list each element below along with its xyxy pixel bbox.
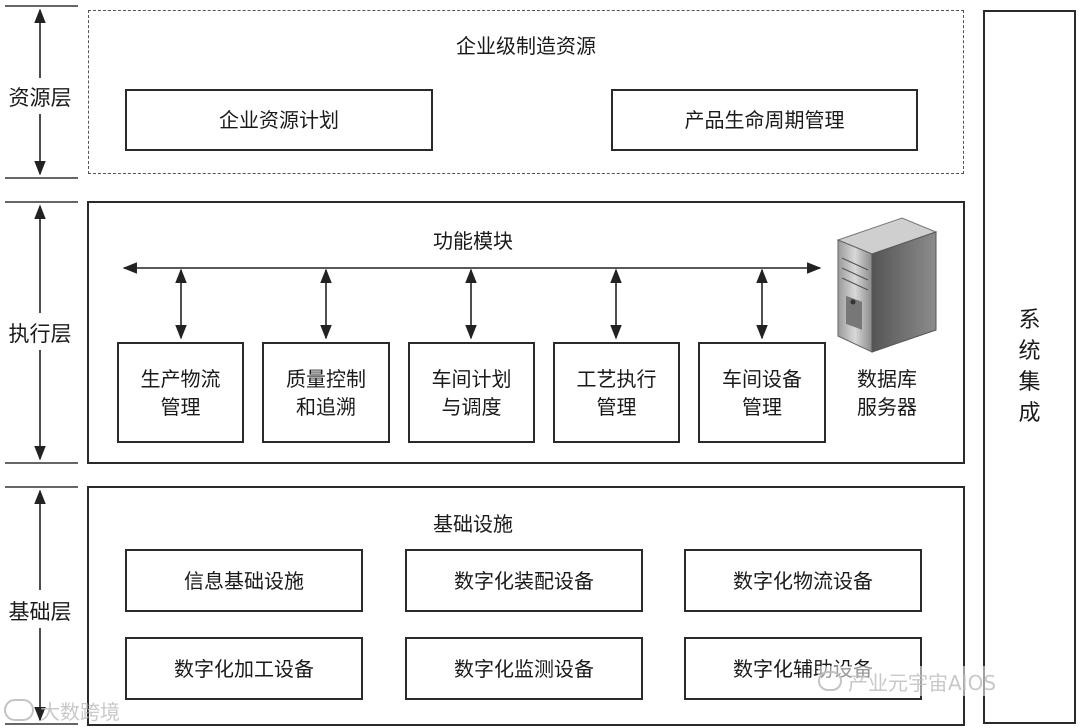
logistics-equipment-box: 数字化物流设备 [684,549,922,612]
module-label-line2: 管理 [596,394,637,419]
resource-layer-panel [88,10,964,174]
wechat-icon [818,671,842,691]
server-label: 数据库 服务器 [842,365,932,421]
watermark-left-text: 大数跨境 [40,699,120,724]
module-box-logistics: 生产物流 管理 [117,342,244,443]
resource-layer-title: 企业级制造资源 [456,34,596,58]
watermark-left: 大数跨境 [4,696,120,724]
module-label-line2: 管理 [160,394,201,419]
monitoring-equipment-box: 数字化监测设备 [405,637,643,700]
module-label-line2: 与调度 [441,394,502,419]
module-box-scheduling: 车间计划 与调度 [408,342,535,443]
module-label-line1: 车间设备 [722,366,802,391]
module-label-line1: 车间计划 [431,366,512,391]
system-integration-label: 系统集成 [1018,308,1041,426]
system-integration-column: 系统集成 [983,10,1076,724]
plm-box: 产品生命周期管理 [611,89,918,151]
foundation-layer-title: 基础设施 [433,512,513,536]
module-label-line1: 工艺执行 [576,366,657,391]
erp-box: 企业资源计划 [125,89,433,151]
server-label-line2: 服务器 [857,395,917,419]
machining-equipment-box: 数字化加工设备 [125,637,363,700]
assembly-equipment-box: 数字化装配设备 [405,549,643,612]
watermark-right-text: 产业元宇宙AIOS [848,670,997,695]
execution-layer-title: 功能模块 [433,229,513,253]
server-label-line1: 数据库 [857,367,917,391]
logo-mark-icon [4,699,34,721]
module-box-process: 工艺执行 管理 [553,342,680,443]
module-box-equipment: 车间设备 管理 [698,342,826,443]
module-label-line1: 质量控制 [286,366,366,391]
layer-label-execution: 执行层 [4,316,76,350]
module-label-line2: 管理 [742,394,782,419]
layer-label-foundation: 基础层 [4,594,76,628]
watermark-right: 产业元宇宙AIOS [818,666,997,696]
it-infrastructure-box: 信息基础设施 [125,549,363,612]
module-label-line1: 生产物流 [140,366,221,391]
execution-layer-panel [87,201,965,464]
foundation-layer-panel [87,486,965,726]
layer-separators [5,5,78,725]
layer-label-resource: 资源层 [4,80,76,114]
module-box-quality: 质量控制 和追溯 [262,342,390,443]
function-bus [122,262,822,340]
module-label-line2: 和追溯 [296,394,356,419]
